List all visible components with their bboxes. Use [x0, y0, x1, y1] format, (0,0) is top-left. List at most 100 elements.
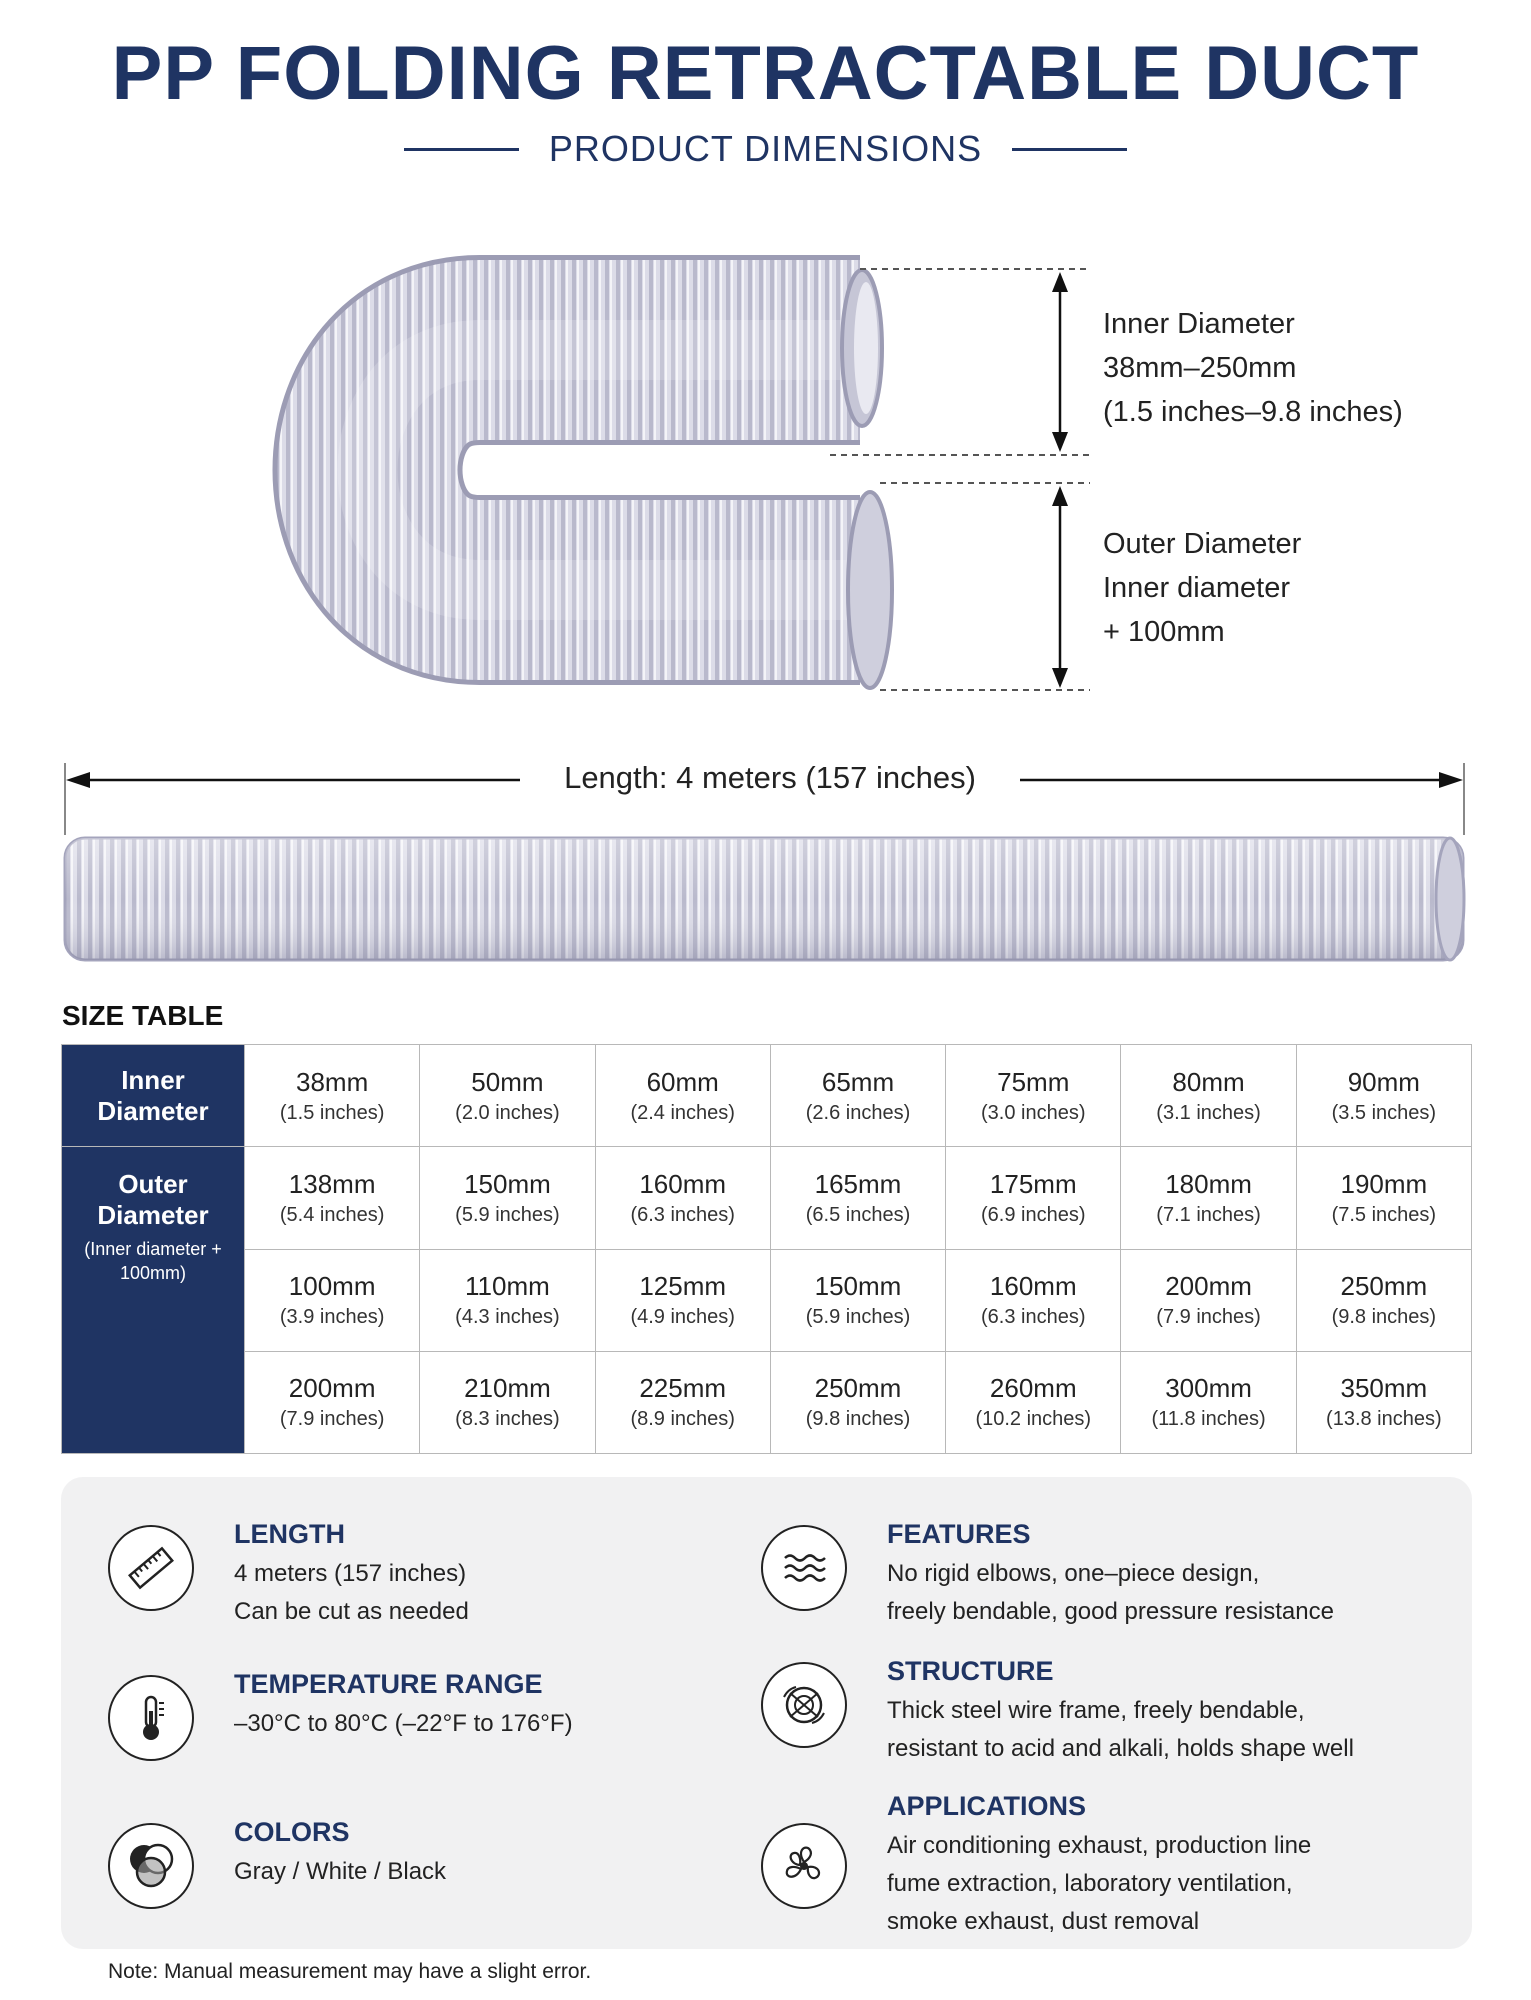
waves-icon: [761, 1525, 847, 1611]
inner-diameter-title: Inner Diameter: [1103, 308, 1295, 340]
colors-spec-text: Gray / White / Black: [234, 1853, 446, 1891]
size-cell: 175mm (6.9 inches): [945, 1146, 1122, 1250]
size-cell: 125mm (4.9 inches): [594, 1248, 771, 1352]
size-cell: 350mm(13.8 inches): [1295, 1350, 1473, 1455]
applications-spec-text: Air conditioning exhaust, production lin…: [887, 1827, 1311, 1941]
inner-diameter-label: Inner Diameter 38mm–250mm (1.5 inches–9.…: [1103, 302, 1403, 434]
size-cell: 110mm(4.3 inches): [419, 1248, 596, 1352]
outer-diameter-header-note: (Inner diameter + 100mm): [84, 1239, 222, 1284]
size-inches: (4.9 inches): [630, 1306, 735, 1329]
size-mm: 200mm: [1165, 1271, 1252, 1302]
size-cell: 250mm(9.8 inches): [1295, 1248, 1473, 1352]
size-mm: 65mm: [821, 1066, 895, 1097]
size-mm: 190mm: [1340, 1168, 1428, 1199]
size-table-title: SIZE TABLE: [62, 1000, 224, 1031]
size-mm: 300mm: [1165, 1373, 1252, 1404]
size-inches: (7.5 inches): [1331, 1203, 1437, 1226]
color-circles-icon: [108, 1823, 194, 1909]
size-mm: 125mm: [639, 1271, 727, 1302]
size-cell: 250mm(9.8 inches): [769, 1350, 947, 1455]
size-mm: 180mm: [1165, 1168, 1252, 1199]
features-spec-text: No rigid elbows, one–piece design, freel…: [887, 1555, 1334, 1631]
length-spec-line: 4 meters (157 inches): [234, 1560, 467, 1587]
size-mm: 75mm: [997, 1066, 1070, 1097]
size-mm: 165mm: [814, 1168, 902, 1199]
size-inches: (11.8 inches): [1151, 1408, 1266, 1431]
size-cell: 225mm (8.9 inches): [594, 1350, 771, 1455]
ruler-icon: [108, 1525, 194, 1611]
size-inches: (8.3 inches): [455, 1408, 560, 1431]
fan-icon: [761, 1823, 847, 1909]
applications-spec-line: fume extraction, laboratory ventilation,: [887, 1870, 1293, 1897]
subtitle-row: PRODUCT DIMENSIONS: [0, 128, 1531, 170]
size-mm: 210mm: [464, 1373, 551, 1404]
colors-spec-title: COLORS: [234, 1817, 350, 1847]
size-mm: 250mm: [814, 1373, 902, 1404]
length-spec-text: 4 meters (157 inches) Can be cut as need…: [234, 1555, 469, 1631]
size-cell: 150mm(5.9 inches): [769, 1248, 947, 1352]
size-inches: (6.5 inches): [805, 1203, 911, 1226]
size-mm: 175mm: [989, 1168, 1077, 1199]
size-inches: (3.5 inches): [1331, 1101, 1437, 1124]
size-mm: 38mm: [296, 1066, 369, 1097]
size-cell: 80mm(3.1 inches): [1120, 1043, 1297, 1148]
size-mm: 50mm: [471, 1066, 544, 1097]
outer-diameter-formula-2: + 100mm: [1103, 616, 1225, 648]
structure-spec-line: Thick steel wire frame, freely bendable,: [887, 1697, 1305, 1724]
page-subtitle: PRODUCT DIMENSIONS: [548, 128, 983, 169]
size-table: Inner Diameter 38mm(1.5 inches)50mm(2.0 …: [61, 1043, 1473, 1455]
size-inches: (5.4 inches): [279, 1203, 385, 1226]
size-inches: (10.2 inches): [975, 1408, 1092, 1431]
size-inches: (6.3 inches): [981, 1306, 1086, 1329]
size-mm: 225mm: [639, 1373, 727, 1404]
size-inches: (6.3 inches): [630, 1203, 735, 1226]
size-mm: 100mm: [288, 1271, 376, 1302]
temperature-spec-text: –30°C to 80°C (–22°F to 176°F): [234, 1705, 573, 1743]
length-spec-title: LENGTH: [234, 1519, 345, 1549]
size-cell: 60mm(2.4 inches): [594, 1043, 771, 1148]
features-spec-line: No rigid elbows, one–piece design,: [887, 1560, 1260, 1587]
size-cell: 180mm(7.1 inches): [1120, 1146, 1297, 1250]
size-inches: (6.9 inches): [981, 1203, 1086, 1226]
size-inches: (8.9 inches): [630, 1408, 735, 1431]
temperature-spec-line: –30°C to 80°C (–22°F to 176°F): [234, 1710, 573, 1737]
size-cell: 160mm (6.3 inches): [594, 1146, 771, 1250]
wire-frame-icon: [761, 1662, 847, 1748]
size-cell: 50mm(2.0 inches): [419, 1043, 596, 1148]
size-inches: (1.5 inches): [279, 1101, 385, 1124]
structure-spec-line: resistant to acid and alkali, holds shap…: [887, 1735, 1354, 1762]
outer-diameter-title: Outer Diameter: [1103, 528, 1302, 560]
size-inches: (2.6 inches): [805, 1101, 911, 1124]
size-inches: (3.1 inches): [1156, 1101, 1261, 1124]
size-cell: 138mm (5.4 inches): [243, 1146, 421, 1250]
size-mm: 90mm: [1347, 1066, 1420, 1097]
size-mm: 160mm: [989, 1271, 1077, 1302]
features-spec-line: freely bendable, good pressure resistanc…: [887, 1598, 1334, 1625]
footnote: Note: Manual measurement may have a slig…: [108, 1960, 592, 1983]
size-cell: 190mm (7.5 inches): [1295, 1146, 1473, 1250]
page-title: PP FOLDING RETRACTABLE DUCT: [111, 31, 1420, 116]
size-cell: 38mm (1.5 inches): [243, 1043, 421, 1148]
length-label: Length: 4 meters (157 inches): [520, 760, 1020, 796]
size-cell: 200mm(7.9 inches): [1120, 1248, 1297, 1352]
size-inches: (5.9 inches): [805, 1306, 911, 1329]
size-mm: 138mm: [288, 1168, 376, 1199]
size-mm: 250mm: [1340, 1271, 1428, 1302]
duct-illustration: [63, 255, 1466, 962]
features-spec-title: FEATURES: [887, 1519, 1031, 1549]
straight-duct-image: [63, 836, 1466, 962]
size-cell: 100mm(3.9 inches): [243, 1248, 421, 1352]
size-mm: 200mm: [288, 1373, 376, 1404]
size-cell: 200mm(7.9 inches): [243, 1350, 421, 1455]
temperature-spec-title: TEMPERATURE RANGE: [234, 1669, 543, 1699]
size-cell: 260mm(10.2 inches): [945, 1350, 1122, 1455]
outer-diameter-header: Outer Diameter (Inner diameter + 100mm): [61, 1146, 245, 1454]
size-mm: 60mm: [646, 1066, 719, 1097]
size-mm: 160mm: [639, 1168, 727, 1199]
size-mm: 350mm: [1340, 1373, 1428, 1404]
inner-diameter-inches: (1.5 inches–9.8 inches): [1103, 396, 1403, 428]
thermometer-icon: [108, 1675, 194, 1761]
colors-spec-line: Gray / White / Black: [234, 1858, 447, 1885]
subtitle-divider-right: [1012, 147, 1128, 151]
size-cell: 160mm (6.3 inches): [945, 1248, 1122, 1352]
